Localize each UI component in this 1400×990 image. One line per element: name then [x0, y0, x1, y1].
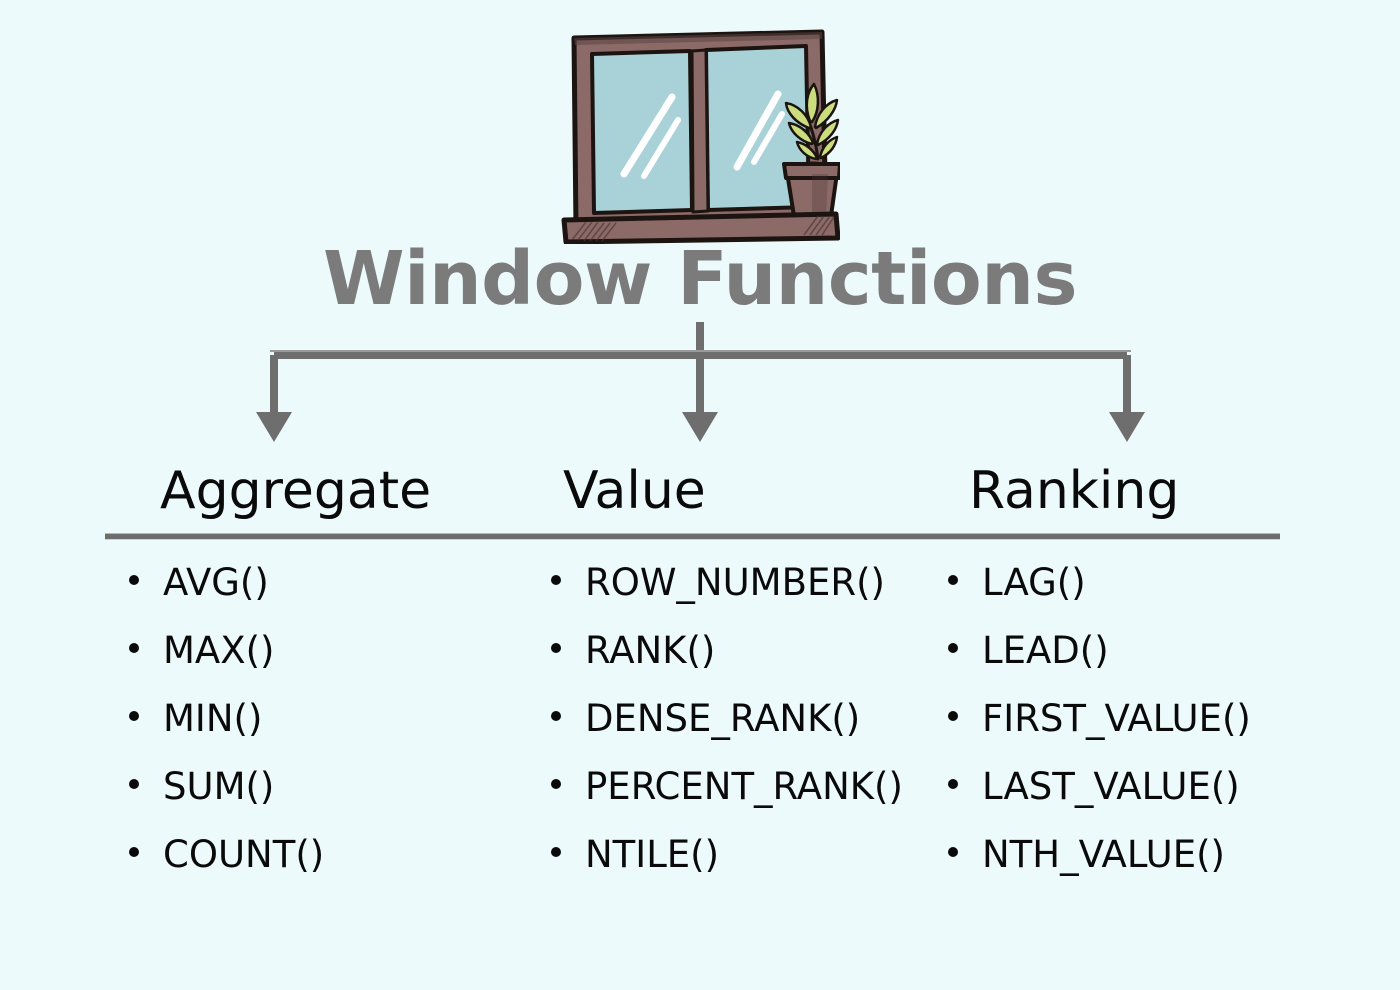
function-name: NTILE()	[585, 833, 720, 876]
bullet-icon	[129, 711, 139, 721]
page-title: Window Functions	[322, 236, 1078, 322]
function-list-value: ROW_NUMBER() RANK() DENSE_RANK() PERCENT…	[533, 549, 936, 889]
list-item: COUNT()	[129, 821, 533, 889]
function-name: SUM()	[163, 765, 275, 808]
function-name: RANK()	[585, 629, 716, 672]
list-item: RANK()	[551, 617, 936, 685]
category-column-aggregate: Aggregate AVG() MAX() MIN() SUM()	[105, 455, 533, 895]
function-list-ranking: LAG() LEAD() FIRST_VALUE() LAST_VALUE() …	[936, 549, 1295, 889]
category-columns: Aggregate AVG() MAX() MIN() SUM()	[105, 455, 1295, 895]
column-header-aggregate: Aggregate	[160, 461, 432, 521]
function-name: AVG()	[163, 561, 269, 604]
arrowhead-left	[256, 412, 292, 442]
bullet-icon	[551, 847, 561, 857]
bullet-icon	[948, 779, 958, 789]
function-name: LEAD()	[982, 629, 1109, 672]
column-header-value: Value	[563, 461, 706, 521]
window-illustration-icon	[560, 24, 840, 244]
divider-highlight	[105, 533, 1280, 534]
bullet-icon	[129, 643, 139, 653]
function-name: PERCENT_RANK()	[585, 765, 903, 808]
list-item: MIN()	[129, 685, 533, 753]
bullet-icon	[948, 711, 958, 721]
function-name: LAG()	[982, 561, 1086, 604]
bullet-icon	[551, 575, 561, 585]
list-item: NTILE()	[551, 821, 936, 889]
function-name: MAX()	[163, 629, 275, 672]
divider-shadow	[105, 539, 1280, 540]
header-divider	[105, 533, 1280, 540]
arrowhead-right	[1109, 412, 1145, 442]
list-item: PERCENT_RANK()	[551, 753, 936, 821]
bullet-icon	[948, 575, 958, 585]
arrowhead-center	[682, 412, 718, 442]
function-name: COUNT()	[163, 833, 325, 876]
divider-line	[105, 534, 1280, 539]
function-list-aggregate: AVG() MAX() MIN() SUM() COUNT()	[105, 549, 533, 889]
bullet-icon	[948, 643, 958, 653]
list-item: NTH_VALUE()	[948, 821, 1295, 889]
bullet-icon	[129, 847, 139, 857]
function-name: ROW_NUMBER()	[585, 561, 885, 604]
list-item: MAX()	[129, 617, 533, 685]
bullet-icon	[129, 779, 139, 789]
category-column-ranking: Ranking LAG() LEAD() FIRST_VALUE() LAST_…	[936, 455, 1295, 895]
column-header-ranking: Ranking	[969, 461, 1180, 521]
function-name: DENSE_RANK()	[585, 697, 861, 740]
list-item: SUM()	[129, 753, 533, 821]
function-name: NTH_VALUE()	[982, 833, 1225, 876]
bullet-icon	[551, 643, 561, 653]
bullet-icon	[551, 779, 561, 789]
connector-bracket	[0, 316, 1400, 450]
list-item: LAG()	[948, 549, 1295, 617]
function-name: LAST_VALUE()	[982, 765, 1240, 808]
list-item: ROW_NUMBER()	[551, 549, 936, 617]
bullet-icon	[948, 847, 958, 857]
function-name: FIRST_VALUE()	[982, 697, 1251, 740]
list-item: FIRST_VALUE()	[948, 685, 1295, 753]
list-item: LEAD()	[948, 617, 1295, 685]
category-column-value: Value ROW_NUMBER() RANK() DENSE_RANK() P…	[533, 455, 936, 895]
bullet-icon	[551, 711, 561, 721]
list-item: DENSE_RANK()	[551, 685, 936, 753]
list-item: LAST_VALUE()	[948, 753, 1295, 821]
bullet-icon	[129, 575, 139, 585]
list-item: AVG()	[129, 549, 533, 617]
function-name: MIN()	[163, 697, 263, 740]
